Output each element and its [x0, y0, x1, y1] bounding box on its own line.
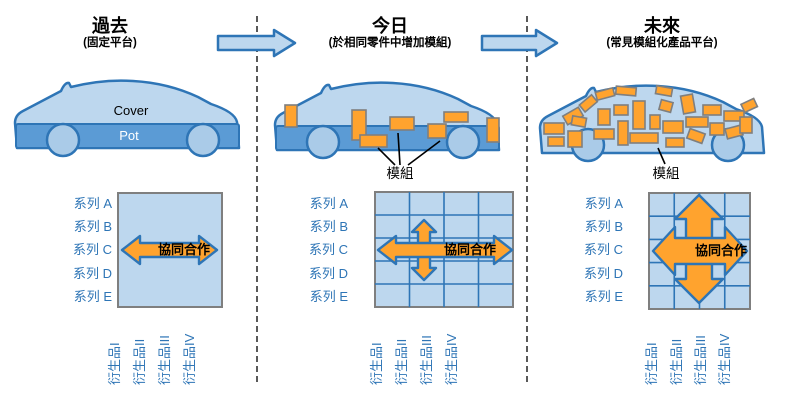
- derivative-3-label: 衍生品III: [693, 335, 708, 385]
- collaboration-label: 協同合作: [158, 242, 210, 257]
- series-a-label: 系列 A: [309, 196, 348, 212]
- stage-subtitle-past-text: (固定平台): [83, 37, 137, 49]
- series-d-label: 系列 D: [308, 265, 348, 281]
- series-e-label: 系列 E: [309, 288, 348, 304]
- matrix-today: 協同合作: [374, 191, 514, 308]
- divider-line-1: [256, 16, 258, 382]
- series-b-label: 系列 B: [584, 219, 623, 235]
- module-label-future: 模組: [653, 166, 680, 181]
- series-d-label: 系列 D: [583, 265, 623, 281]
- collab-arrow-horizontal-icon: [651, 225, 749, 277]
- derivative-4-label: 衍生品IV: [444, 333, 459, 385]
- series-c-label: 系列 C: [308, 242, 348, 258]
- module-label-today: 模組: [387, 166, 414, 181]
- stage-title-past: 過去 (固定平台): [0, 16, 220, 50]
- derivative-4-label: 衍生品IV: [717, 333, 732, 385]
- stage-title-future: 未來 (常見模組化產品平台): [552, 16, 772, 50]
- collaboration-label: 協同合作: [695, 243, 747, 258]
- stage-title-today: 今日 (於相同零件中增加模組): [280, 16, 500, 50]
- stage-title-today-text: 今日: [372, 16, 408, 36]
- collab-arrow-horizontal-icon: [376, 234, 514, 266]
- derivative-3-label: 衍生品III: [419, 335, 434, 385]
- derivative-2-label: 衍生品II: [669, 338, 684, 385]
- series-labels-past: 系列 A 系列 B 系列 C 系列 D 系列 E: [30, 192, 112, 308]
- series-a-label: 系列 A: [584, 196, 623, 212]
- stage-title-past-text: 過去: [92, 16, 128, 36]
- car-future-modules: [543, 84, 759, 148]
- matrix-future: 協同合作: [648, 192, 751, 310]
- divider-line-2: [526, 16, 528, 382]
- series-b-label: 系列 B: [73, 219, 112, 235]
- flow-arrow-icon-2: [480, 28, 559, 58]
- collab-arrow-horizontal-icon: [120, 234, 219, 266]
- derivative-1-label: 衍生品I: [369, 342, 384, 385]
- car-future: 模組: [538, 84, 766, 181]
- series-c-label: 系列 C: [72, 242, 112, 258]
- pot-label: Pot: [119, 128, 139, 143]
- series-d-label: 系列 D: [72, 265, 112, 281]
- car-past-front-wheel-icon: [185, 122, 221, 158]
- series-e-label: 系列 E: [73, 288, 112, 304]
- stage-subtitle-today-text: (於相同零件中增加模組): [328, 37, 452, 49]
- matrix-past: 協同合作: [117, 192, 223, 308]
- cover-label: Cover: [114, 103, 149, 118]
- series-labels-today: 系列 A 系列 B 系列 C 系列 D 系列 E: [286, 192, 348, 308]
- series-c-label: 系列 C: [583, 242, 623, 258]
- derivative-3-label: 衍生品III: [157, 335, 172, 385]
- derivative-2-label: 衍生品II: [132, 338, 147, 385]
- series-b-label: 系列 B: [309, 219, 348, 235]
- derivative-2-label: 衍生品II: [394, 338, 409, 385]
- derivative-1-label: 衍生品I: [107, 342, 122, 385]
- derivative-1-label: 衍生品I: [644, 342, 659, 385]
- car-today-modules: [284, 104, 500, 148]
- collaboration-label: 協同合作: [444, 242, 496, 257]
- series-e-label: 系列 E: [584, 288, 623, 304]
- car-today: 模組: [273, 81, 501, 181]
- derivative-4-label: 衍生品IV: [182, 333, 197, 385]
- car-today-rear-wheel-icon: [305, 124, 341, 160]
- flow-arrow-icon-1: [216, 28, 297, 58]
- series-a-label: 系列 A: [73, 196, 112, 212]
- series-labels-future: 系列 A 系列 B 系列 C 系列 D 系列 E: [561, 192, 623, 308]
- car-past: Cover Pot: [13, 79, 241, 158]
- stage-title-future-text: 未來: [644, 16, 680, 36]
- car-past-rear-wheel-icon: [45, 122, 81, 158]
- stage-subtitle-future-text: (常見模組化產品平台): [606, 37, 718, 49]
- car-today-front-wheel-icon: [445, 124, 481, 160]
